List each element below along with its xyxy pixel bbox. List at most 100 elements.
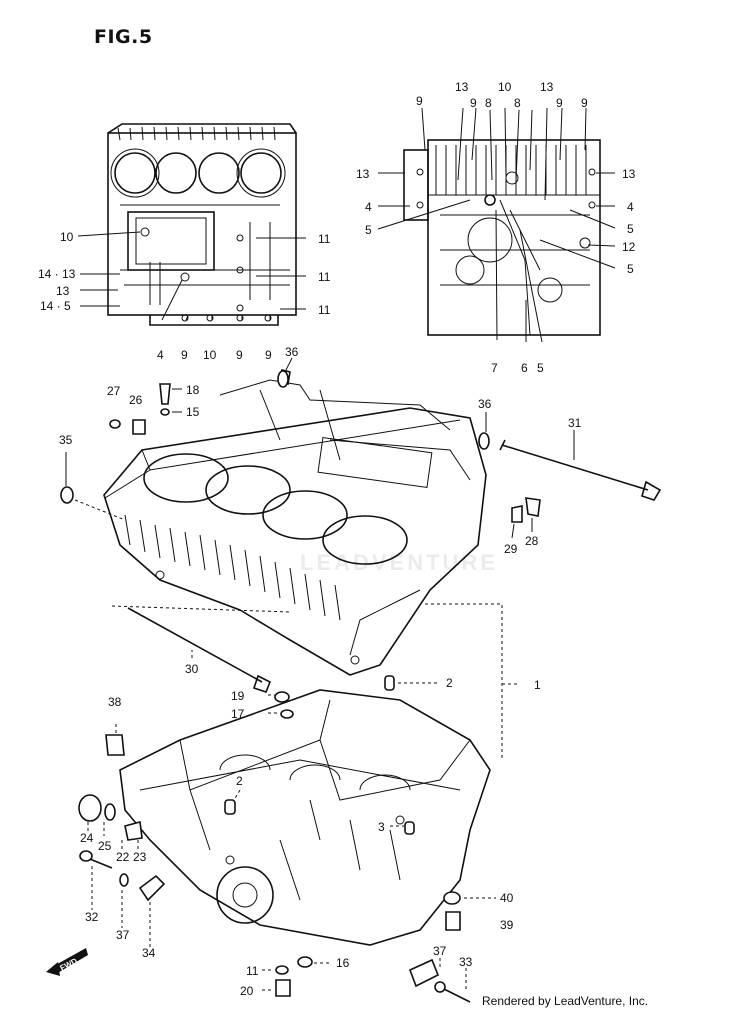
- callout: 4: [365, 200, 372, 214]
- callout: 38: [108, 695, 122, 709]
- callout: 5: [627, 222, 634, 236]
- washer-36-right: [478, 432, 490, 450]
- callout: 6: [521, 361, 528, 375]
- upper-crankcase-isometric: [103, 369, 487, 676]
- callout: 37: [116, 928, 130, 942]
- washer-37-left: [119, 873, 129, 887]
- callout: 30: [185, 662, 199, 676]
- credit-text: Rendered by LeadVenture, Inc.: [482, 994, 649, 1008]
- callout: 40: [500, 891, 514, 905]
- washer-35: [60, 486, 74, 504]
- callout: 8: [485, 96, 492, 110]
- callout: 18: [186, 383, 200, 397]
- callout: 9: [416, 94, 423, 108]
- callout: 36: [478, 397, 492, 411]
- callout: 29: [504, 542, 518, 556]
- callout: 10: [203, 348, 217, 362]
- dowel-2-lower: [224, 799, 236, 815]
- callout: 8: [514, 96, 521, 110]
- callout: 17: [231, 707, 245, 721]
- upper-crankcase-bottom-view: [403, 139, 601, 336]
- callout: 10: [60, 230, 74, 244]
- callout: 5: [627, 262, 634, 276]
- callout: 13: [540, 80, 554, 94]
- leader-lines: [65, 107, 616, 991]
- callout: 9: [236, 348, 243, 362]
- washer-15: [160, 408, 170, 416]
- fitting-18: [159, 383, 171, 405]
- callout: 24: [80, 831, 94, 845]
- callout: 32: [85, 910, 99, 924]
- bracket-22: [124, 820, 143, 841]
- plug-20: [275, 979, 291, 997]
- callout: 9: [556, 96, 563, 110]
- callout: 9: [181, 348, 188, 362]
- oring-17: [280, 709, 294, 719]
- callout: 9: [265, 348, 272, 362]
- callout: 9: [581, 96, 588, 110]
- plug-24: [78, 794, 102, 822]
- callout: 39: [500, 918, 514, 932]
- callout: 2: [446, 676, 453, 690]
- dowel-2-upper: [384, 675, 395, 691]
- bracket-34: [138, 874, 166, 902]
- small-parts: [60, 370, 662, 1003]
- callout: 19: [231, 689, 245, 703]
- figure-title: FIG.5: [94, 26, 153, 48]
- lower-crankcase-isometric: [119, 689, 491, 946]
- bolt-31-shaft: [501, 444, 649, 491]
- ring-29: [511, 505, 523, 523]
- callout: 13: [622, 167, 636, 181]
- callout: 11: [318, 303, 331, 317]
- callout: 14 · 13: [38, 267, 76, 281]
- callout: 4: [627, 200, 634, 214]
- callout: 13: [56, 284, 70, 298]
- callout: 11: [246, 964, 259, 978]
- oring-19: [274, 691, 290, 703]
- callout: 7: [491, 361, 498, 375]
- oring-16: [297, 956, 313, 968]
- callout: 2: [236, 774, 243, 788]
- oring-11-bottom: [275, 965, 289, 975]
- callout: 5: [365, 223, 372, 237]
- callout: 11: [318, 270, 331, 284]
- callout: 15: [186, 405, 200, 419]
- fitting-28: [525, 497, 541, 517]
- callout: 23: [133, 850, 147, 864]
- sensor-38: [105, 734, 125, 756]
- callout: 27: [107, 384, 121, 398]
- plate-26: [132, 419, 146, 435]
- callout: 3: [378, 820, 385, 834]
- callout: 5: [537, 361, 544, 375]
- callout: 16: [336, 956, 350, 970]
- plug-39: [445, 911, 461, 931]
- washer-25: [104, 803, 116, 821]
- forward-arrow: FWD: [46, 948, 88, 976]
- callout: 4: [157, 348, 164, 362]
- callout: 33: [459, 955, 473, 969]
- callout: 25: [98, 839, 112, 853]
- callout: 11: [318, 232, 331, 246]
- upper-crankcase-top-view: [107, 123, 297, 326]
- callout: 35: [59, 433, 73, 447]
- callout: 13: [356, 167, 370, 181]
- callout: 10: [498, 80, 512, 94]
- screw-27: [109, 419, 121, 429]
- washer-36-top: [277, 370, 289, 388]
- washer-40: [443, 891, 461, 905]
- callout: 28: [525, 534, 539, 548]
- callout: 9: [470, 96, 477, 110]
- bolt-30-shaft: [127, 607, 263, 683]
- bracket-37-bottom: [408, 958, 440, 988]
- bolt-33: [441, 987, 471, 1003]
- callout-labels: 9 13 9 8 10 8 13 9 9 13 4 5 13 4 5 12 5 …: [38, 80, 636, 998]
- callout: 13: [455, 80, 469, 94]
- dowel-3: [404, 821, 415, 835]
- callout: 37: [433, 944, 447, 958]
- callout: 31: [568, 416, 582, 430]
- callout: 1: [534, 678, 541, 692]
- callout: 12: [622, 240, 636, 254]
- callout: 14 · 5: [40, 299, 71, 313]
